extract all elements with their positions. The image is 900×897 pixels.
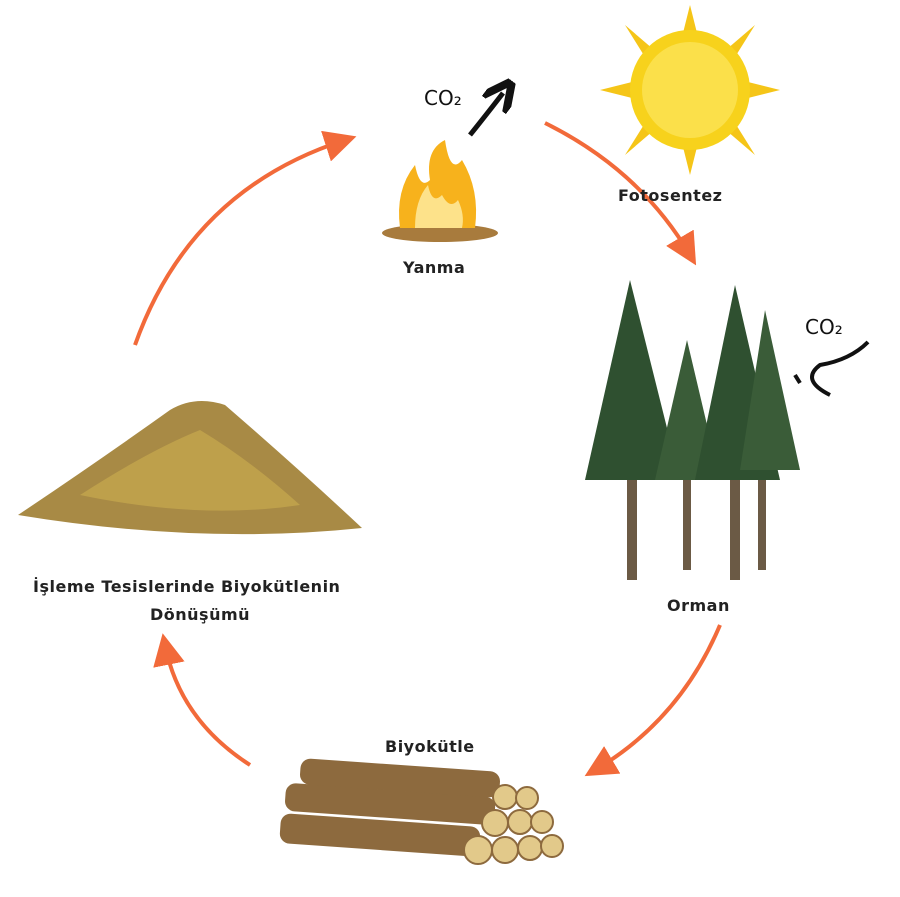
- photosynthesis-label: Fotosentez: [618, 186, 723, 205]
- arrow-biomass-to-processing: [153, 633, 252, 767]
- co2-release-label: CO₂: [424, 86, 462, 110]
- co2-release-arrow: [468, 93, 503, 137]
- forest-icon: [585, 280, 800, 580]
- log-stack-icon: [279, 758, 564, 865]
- biomass-pile-icon: [18, 401, 362, 535]
- arrow-processing-to-burning: [133, 130, 357, 346]
- forest-label: Orman: [667, 596, 730, 615]
- co2-absorb-label: CO₂: [805, 315, 843, 339]
- biomass-label: Biyokütle: [385, 737, 475, 756]
- fire-icon: [382, 140, 498, 242]
- processing-label-line2: Dönüşümü: [150, 605, 251, 624]
- sun-icon: [600, 5, 780, 175]
- processing-label-line1: İşleme Tesislerinde Biyokütlenin: [33, 577, 341, 596]
- arrow-forest-to-biomass: [584, 624, 722, 777]
- burning-label: Yanma: [403, 258, 466, 277]
- arrow-burning-to-forest: [544, 121, 697, 266]
- co2-absorb-arrow: [793, 340, 870, 397]
